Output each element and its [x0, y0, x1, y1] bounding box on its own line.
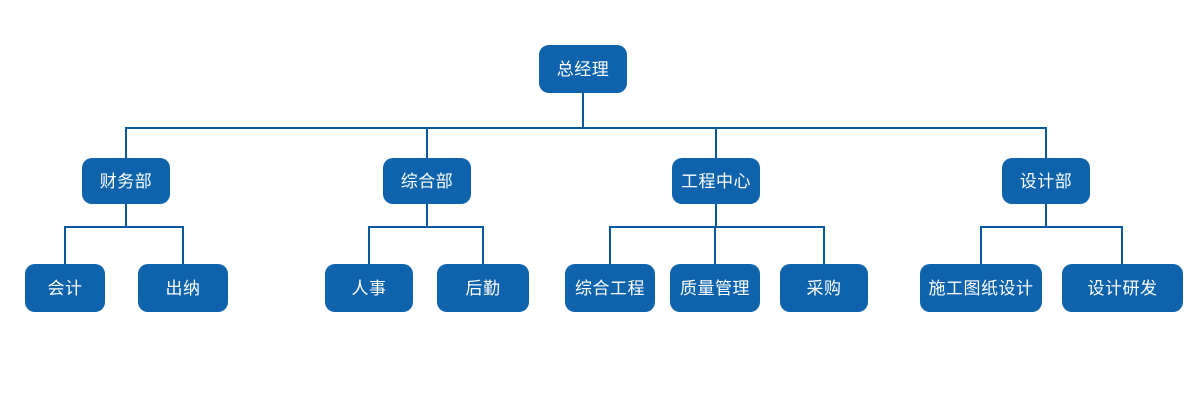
- org-node-quality-management: 质量管理: [670, 264, 760, 312]
- org-node-logistics: 后勤: [437, 264, 529, 312]
- org-node-general-engineering: 综合工程: [565, 264, 655, 312]
- org-node-finance-dept: 财务部: [82, 158, 170, 204]
- org-node-accounting: 会计: [25, 264, 105, 312]
- org-node-procurement: 采购: [780, 264, 868, 312]
- org-node-general-affairs-dept: 综合部: [383, 158, 471, 204]
- org-node-hr: 人事: [325, 264, 413, 312]
- org-node-general-manager: 总经理: [539, 45, 627, 93]
- org-node-design-rnd: 设计研发: [1062, 264, 1183, 312]
- org-node-engineering-center: 工程中心: [672, 158, 760, 204]
- org-node-design-dept: 设计部: [1002, 158, 1090, 204]
- org-node-cashier: 出纳: [138, 264, 228, 312]
- org-node-construction-drawing-design: 施工图纸设计: [920, 264, 1042, 312]
